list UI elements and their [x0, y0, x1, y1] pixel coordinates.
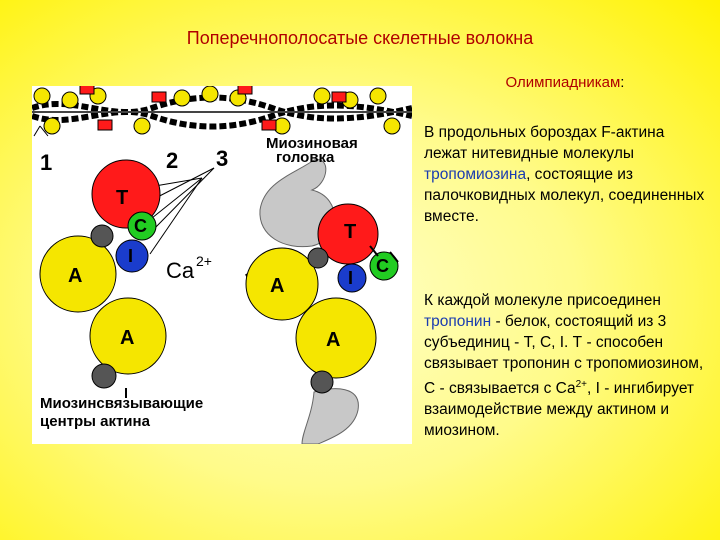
- tropomyosin-strand: [32, 86, 412, 137]
- binding-site-right-1: [307, 247, 329, 269]
- diagram-svg: 1 2 3 Миозиновая головка T C I A A T I C…: [32, 86, 412, 444]
- calcium-label: Ca: [166, 258, 195, 283]
- troponin-i-right: [337, 263, 367, 293]
- label-i-right: I: [348, 268, 353, 288]
- actin-left-1: [39, 235, 117, 313]
- actin-left-2: [89, 297, 167, 375]
- paragraph-tropomyosin: В продольных бороздах F-актина лежат нит…: [424, 122, 710, 227]
- subtitle: Олимпиадникам:: [430, 74, 700, 91]
- myosin-head-label-1: Миозиновая: [266, 135, 358, 152]
- subtitle-text: Олимпиадникам: [505, 74, 621, 91]
- label-a-right-2: A: [326, 329, 340, 351]
- label-2: 2: [166, 148, 178, 173]
- label-c-left: C: [134, 216, 147, 236]
- troponin-t-left: [91, 159, 161, 229]
- label-c-right: C: [376, 256, 389, 276]
- paragraph1-part2: , состоящие из палочковидных молекул, со…: [424, 166, 705, 225]
- label-t-left: T: [116, 187, 128, 209]
- label-a-left-1: A: [68, 265, 82, 287]
- calcium-superscript: 2+: [575, 379, 588, 390]
- troponin-link[interactable]: тропонин: [424, 313, 492, 330]
- label-t-right: T: [344, 221, 356, 243]
- label-a-right-1: A: [270, 275, 284, 297]
- label-i-left: I: [128, 246, 133, 266]
- calcium-charge-label: 2+: [196, 253, 212, 269]
- troponin-c-left: [127, 211, 157, 241]
- paragraph1-part1: В продольных бороздах F-актина лежат нит…: [424, 124, 665, 162]
- actin-right-2: [295, 297, 377, 379]
- subtitle-colon: :: [620, 74, 625, 91]
- troponin-t-right: [317, 203, 379, 265]
- paragraph-troponin: К каждой молекуле присоединен тропонин -…: [424, 290, 710, 441]
- label-3: 3: [216, 146, 228, 171]
- label-a-left-2: A: [120, 327, 134, 349]
- myosin-head-label-2: головка: [276, 149, 335, 166]
- paragraph2-part3: , I - ингибирует взаимодействие между ак…: [424, 380, 695, 440]
- troponin-i-left: [115, 239, 149, 273]
- muscle-fiber-diagram: 1 2 3 Миозиновая головка T C I A A T I C…: [32, 86, 412, 444]
- binding-site-left-2: [91, 363, 117, 389]
- binding-site-right-2: [310, 370, 334, 394]
- binding-centers-label-2: центры актина: [40, 413, 151, 430]
- binding-site-left-1: [90, 224, 114, 248]
- tropomyosin-link[interactable]: тропомиозина: [424, 166, 527, 183]
- paragraph2-part2: - белок, состоящий из 3 субъединиц - Т, …: [424, 313, 704, 398]
- page-title: Поперечнополосатые скелетные волокна: [186, 28, 534, 48]
- label-1: 1: [40, 150, 52, 175]
- actin-right-1: [245, 247, 319, 321]
- troponin-c-right: [369, 251, 399, 281]
- paragraph2-part1: К каждой молекуле присоединен: [424, 292, 661, 309]
- binding-centers-label-1: Миозинсвязывающие: [40, 395, 203, 412]
- myosin-heads: [259, 159, 359, 444]
